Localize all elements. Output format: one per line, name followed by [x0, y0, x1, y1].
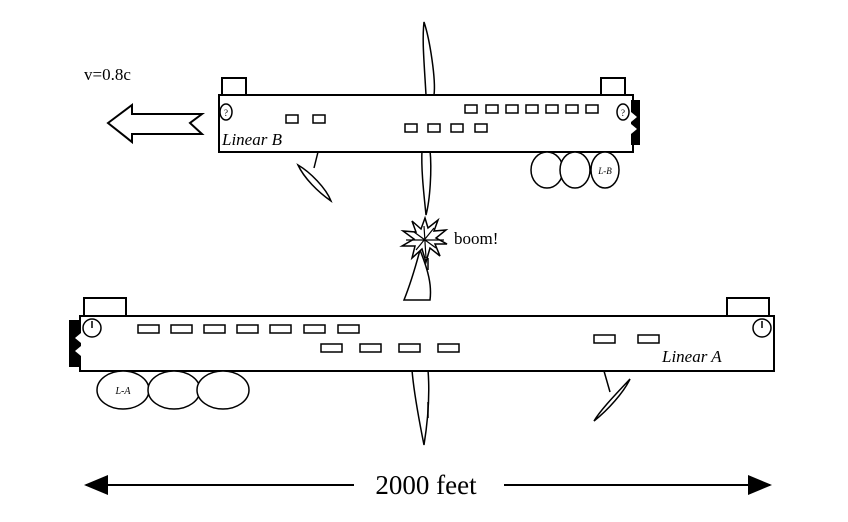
linear-a-tail-fin [593, 370, 631, 422]
clock-symbol: ? [621, 108, 625, 118]
explosion-icon [399, 215, 449, 265]
linear-a-label: Linear A [661, 347, 722, 366]
event-label: boom! [454, 229, 498, 248]
distance-label: 2000 feet [375, 470, 477, 500]
vertical-wing [402, 21, 436, 446]
linear-a-emitter [69, 320, 81, 367]
left-arrow-icon [106, 103, 205, 145]
distance-dimension: 2000 feet [84, 470, 772, 500]
linear-b-clock-right: ? [616, 103, 630, 121]
clock-symbol: ? [224, 108, 228, 118]
velocity-label: v=0.8c [84, 65, 131, 84]
linear-b-wheel-label: L-B [597, 166, 612, 176]
linear-a-vehicle: Linear A L-A [69, 297, 775, 422]
linear-b-wheels: L-B [530, 151, 620, 189]
linear-b-tail-fin [296, 151, 333, 204]
linear-a-wheel-label: L-A [115, 386, 132, 397]
linear-b-clock-left: ? [219, 103, 233, 121]
linear-b-label: Linear B [221, 130, 283, 149]
linear-b-windows [285, 104, 599, 133]
linear-a-clock-left [82, 318, 102, 338]
linear-b-cap-right [600, 77, 626, 97]
linear-b-cap-left [221, 77, 247, 97]
linear-b-vehicle: ? ? Linear B [218, 77, 640, 204]
linear-a-wheels: L-A [96, 370, 250, 410]
linear-b-emitter [631, 100, 640, 145]
linear-a-windows [137, 324, 660, 353]
linear-a-cap-right [726, 297, 770, 318]
linear-a-clock-right [752, 318, 772, 338]
linear-a-cap-left [83, 297, 127, 318]
